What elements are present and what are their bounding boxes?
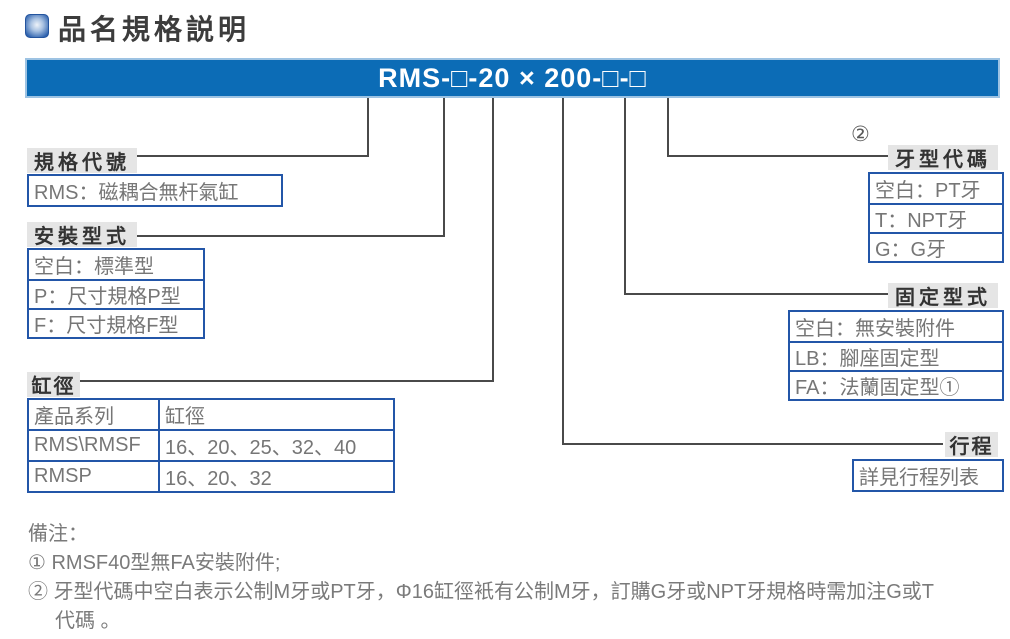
- connector-stroke-horizontal: [562, 443, 943, 445]
- stroke-value: 詳見行程列表: [859, 467, 979, 489]
- bore-table-cell: 16、20、25、32、40: [165, 437, 357, 459]
- fixing-type-box: 空白：無安裝附件 LB：腳座固定型 FA：法蘭固定型①: [788, 310, 1004, 401]
- mounting-type-option: P：尺寸規格P型: [29, 279, 203, 308]
- bore-label: 缸徑: [27, 372, 80, 398]
- thread-code-box: 空白：PT牙 T：NPT牙 G：G牙: [868, 172, 1004, 263]
- section-bullet-icon: [25, 14, 49, 38]
- note-line: 代碼 。: [55, 610, 121, 632]
- connector-thread-vertical: [667, 98, 669, 157]
- bore-table-cell: 16、20、32: [165, 468, 272, 490]
- mounting-type-option: F：尺寸規格F型: [29, 308, 203, 337]
- connector-bore-horizontal: [80, 380, 494, 382]
- connector-mounting-vertical: [443, 98, 445, 237]
- stroke-box: 詳見行程列表: [852, 459, 1004, 492]
- spec-code-label: 規格代號: [27, 148, 137, 174]
- bore-table-row: RMSP 16、20、32: [29, 460, 393, 491]
- thread-code-superscript: ②: [851, 123, 870, 146]
- fixing-type-option: FA：法蘭固定型①: [790, 370, 1002, 399]
- connector-spec-code-horizontal: [137, 155, 369, 157]
- bore-table-header-cell: 缸徑: [165, 406, 205, 428]
- connector-thread-horizontal: [667, 155, 888, 157]
- bore-table-header-row: 產品系列 缸徑: [29, 400, 393, 429]
- connector-stroke-vertical: [562, 98, 564, 445]
- thread-code-option: 空白：PT牙: [875, 180, 981, 202]
- mounting-type-option: 空白：標準型: [34, 256, 154, 278]
- thread-code-label: 牙型代碼: [888, 145, 998, 171]
- spec-code-box: RMS：磁耦合無杆氣缸: [27, 174, 283, 207]
- thread-code-option: T：NPT牙: [870, 203, 1002, 232]
- spec-code-value: RMS：磁耦合無杆氣缸: [34, 182, 239, 204]
- connector-fixing-vertical: [624, 98, 626, 295]
- connector-fixing-horizontal: [624, 293, 888, 295]
- mounting-type-label: 安裝型式: [27, 222, 137, 248]
- bore-table-cell: RMS\RMSF: [29, 431, 160, 460]
- connector-mounting-horizontal: [137, 235, 445, 237]
- connector-bore-vertical: [492, 98, 494, 382]
- note-line: ② 牙型代碼中空白表示公制M牙或PT牙，Φ16缸徑衹有公制M牙，訂購G牙或NPT…: [28, 581, 934, 603]
- fixing-type-option: 空白：無安裝附件: [795, 318, 955, 340]
- fixing-type-label: 固定型式: [888, 283, 998, 309]
- bore-table: 產品系列 缸徑 RMS\RMSF 16、20、25、32、40 RMSP 16、…: [27, 398, 395, 493]
- bore-table-header-cell: 產品系列: [29, 400, 160, 429]
- fixing-type-option: LB：腳座固定型: [790, 341, 1002, 370]
- thread-code-option: G：G牙: [870, 232, 1002, 261]
- note-line: ① RMSF40型無FA安裝附件;: [28, 552, 281, 574]
- connector-spec-code-vertical: [367, 98, 369, 157]
- bore-table-row: RMS\RMSF 16、20、25、32、40: [29, 429, 393, 460]
- mounting-type-box: 空白：標準型 P：尺寸規格P型 F：尺寸規格F型: [27, 248, 205, 339]
- bore-table-cell: RMSP: [29, 462, 160, 491]
- model-code-banner: RMS-□-20 × 200-□-□: [25, 58, 1000, 98]
- notes-heading: 備注：: [28, 523, 88, 545]
- model-code: RMS-□-20 × 200-□-□: [378, 62, 647, 93]
- stroke-label: 行程: [945, 432, 998, 458]
- page-title: 品名規格説明: [58, 14, 251, 45]
